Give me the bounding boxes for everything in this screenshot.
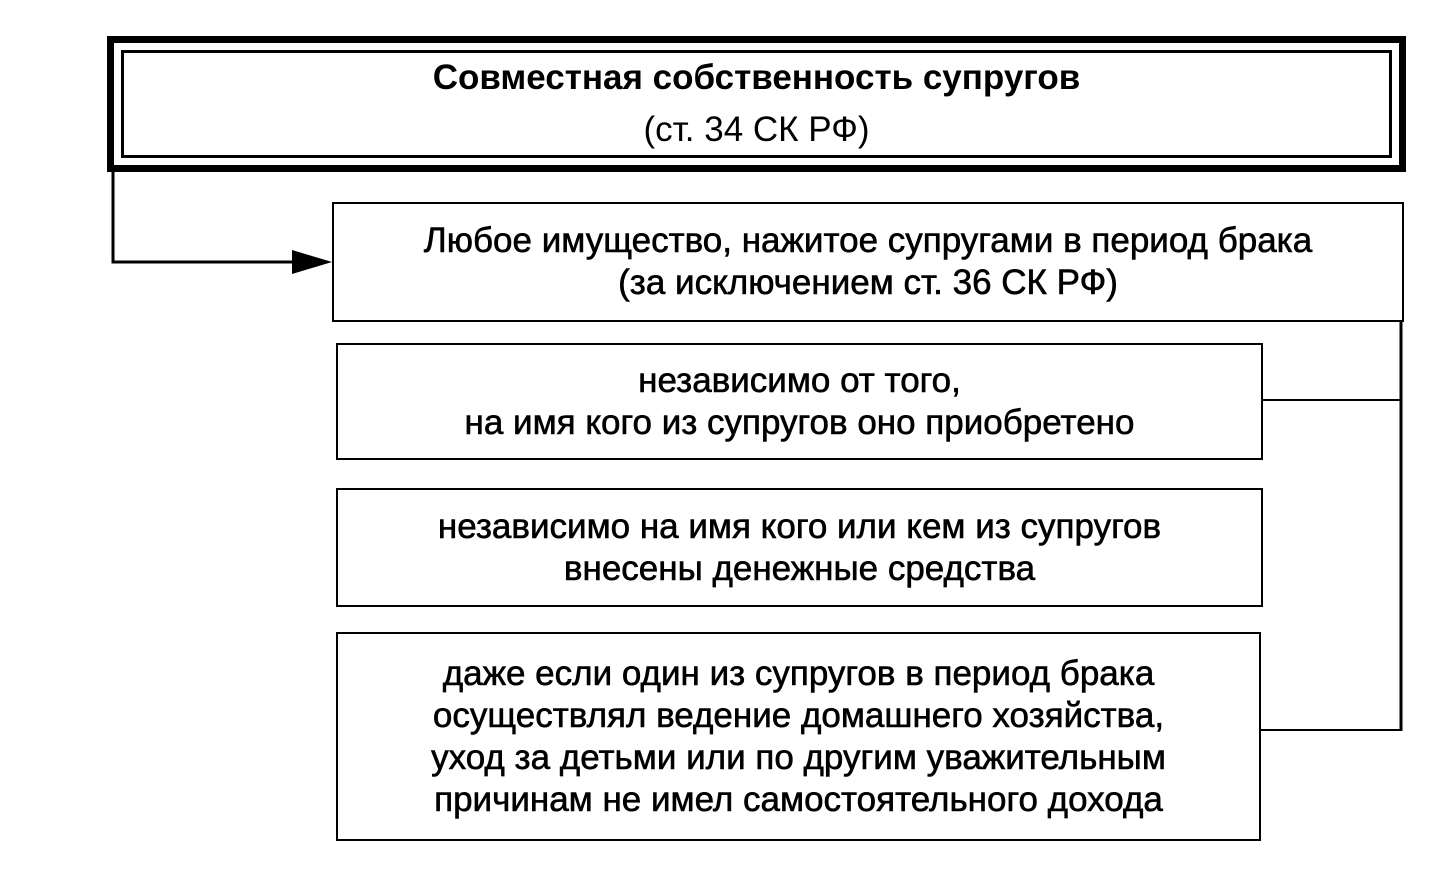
condition-2-line-1: независимо на имя кого или кем из супруг… (437, 506, 1162, 546)
condition-box-3: даже если один из супругов в период брак… (336, 632, 1261, 841)
arrow-head-icon (292, 250, 332, 274)
condition-3-line-1: даже если один из супругов в период брак… (442, 653, 1155, 693)
condition-1-line-1: независимо от того, (638, 360, 961, 400)
condition-box-2: независимо на имя кого или кем из супруг… (336, 488, 1263, 607)
condition-2-line-2: внесены денежные средства (563, 548, 1036, 588)
title-to-main-connector (111, 170, 300, 264)
condition-1-line-2: на имя кого из супругов оно приобретено (464, 402, 1135, 442)
condition-3-line-4: причинам не имел самостоятельного дохода (434, 779, 1163, 819)
main-box-line-2: (за исключением ст. 36 СК РФ) (618, 263, 1118, 303)
main-property-box: Любое имущество, нажитое супругами в пер… (332, 202, 1404, 322)
condition-3-line-3: уход за детьми или по другим уважительны… (431, 737, 1166, 777)
condition-3-line-2: осуществлял ведение домашнего хозяйства, (432, 695, 1165, 735)
title-box: Совместная собственность супругов (ст. 3… (107, 36, 1406, 172)
title-heading: Совместная собственность супругов (432, 58, 1081, 97)
main-box-line-1: Любое имущество, нажитое супругами в пер… (423, 221, 1313, 261)
condition-box-1: независимо от того, на имя кого из супру… (336, 343, 1263, 460)
title-subheading: (ст. 34 СК РФ) (643, 110, 870, 149)
